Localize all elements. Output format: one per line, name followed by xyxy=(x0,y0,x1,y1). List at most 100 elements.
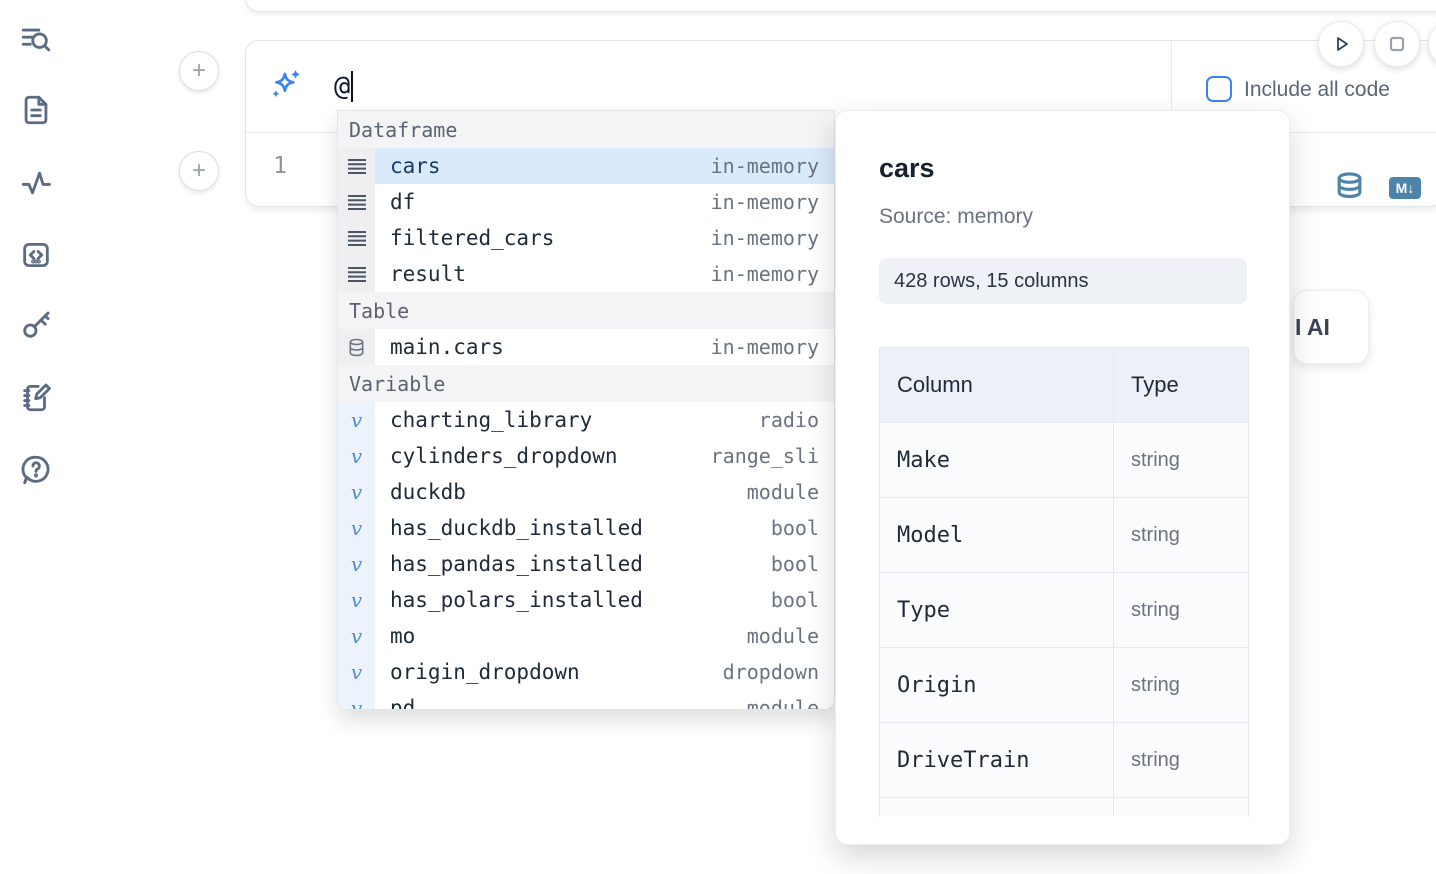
variable-icon: v xyxy=(338,510,375,546)
item-type: module xyxy=(746,624,819,648)
autocomplete-item-result[interactable]: result in-memory xyxy=(338,256,834,292)
add-cell-below-button[interactable]: + xyxy=(179,151,219,191)
markdown-icon[interactable]: M↓ xyxy=(1389,177,1421,199)
item-name: main.cars xyxy=(390,335,504,359)
section-header-dataframe: Dataframe xyxy=(338,111,834,148)
schema-row-partial xyxy=(880,798,1248,816)
file-text-icon[interactable] xyxy=(19,93,53,127)
schema-header-row: Column Type xyxy=(880,348,1248,423)
autocomplete-item-has_pandas_installed[interactable]: v has_pandas_installed bool xyxy=(338,546,834,582)
item-type: bool xyxy=(770,552,819,576)
autocomplete-item-pd[interactable]: v pd module xyxy=(338,690,834,710)
code-box-icon[interactable] xyxy=(19,238,53,272)
item-name: charting_library xyxy=(390,408,593,432)
include-all-code-checkbox[interactable] xyxy=(1206,76,1232,102)
variable-icon: v xyxy=(338,402,375,438)
text-search-icon[interactable] xyxy=(19,23,53,57)
activity-icon[interactable] xyxy=(19,166,53,200)
column-name: Origin xyxy=(897,672,977,698)
ai-prompt-input[interactable]: @ xyxy=(334,71,354,102)
item-type: in-memory xyxy=(710,154,819,178)
item-type: radio xyxy=(758,408,819,432)
item-name: has_duckdb_installed xyxy=(390,516,643,540)
text-cursor xyxy=(351,71,354,102)
col-header-column: Column xyxy=(897,372,973,397)
column-type: string xyxy=(1131,523,1180,546)
item-name: has_pandas_installed xyxy=(390,552,643,576)
item-type: dropdown xyxy=(722,660,819,684)
autocomplete-item-has_duckdb_installed[interactable]: v has_duckdb_installed bool xyxy=(338,510,834,546)
item-type: module xyxy=(746,696,819,710)
item-type: bool xyxy=(770,516,819,540)
autocomplete-item-origin_dropdown[interactable]: v origin_dropdown dropdown xyxy=(338,654,834,690)
previous-cell-edge xyxy=(245,0,1436,12)
section-header-table: Table xyxy=(338,292,834,329)
section-header-variable: Variable xyxy=(338,365,834,402)
line-number: 1 xyxy=(273,153,287,179)
schema-row-Origin: Origin string xyxy=(880,648,1248,723)
item-name: pd xyxy=(390,696,416,710)
include-all-code-label[interactable]: Include all code xyxy=(1244,78,1390,101)
ai-generate-button[interactable]: I AI xyxy=(1293,290,1369,364)
autocomplete-item-cylinders_dropdown[interactable]: v cylinders_dropdown range_sli xyxy=(338,438,834,474)
schema-row-DriveTrain: DriveTrain string xyxy=(880,723,1248,798)
database-icon xyxy=(338,329,375,365)
variable-icon: v xyxy=(338,474,375,510)
column-name: Model xyxy=(897,522,964,548)
column-type: string xyxy=(1131,748,1180,771)
item-name: filtered_cars xyxy=(390,226,555,250)
item-type: in-memory xyxy=(710,262,819,286)
column-name: DriveTrain xyxy=(897,747,1030,773)
run-cell-button[interactable] xyxy=(1318,21,1364,67)
ai-sparkle-icon xyxy=(268,66,304,107)
col-header-type: Type xyxy=(1131,372,1179,397)
variable-icon: v xyxy=(338,438,375,474)
autocomplete-item-cars[interactable]: cars in-memory xyxy=(338,148,834,184)
item-name: mo xyxy=(390,624,416,648)
column-type: string xyxy=(1131,673,1180,696)
autocomplete-item-df[interactable]: df in-memory xyxy=(338,184,834,220)
item-name: df xyxy=(390,190,416,214)
stop-button[interactable] xyxy=(1374,21,1420,67)
column-name: Make xyxy=(897,447,950,473)
dataframe-preview-panel: cars Source: memory 428 rows, 15 columns… xyxy=(835,110,1290,845)
datasource-icon[interactable] xyxy=(1334,171,1365,207)
item-name: duckdb xyxy=(390,480,466,504)
variable-icon: v xyxy=(338,654,375,690)
column-type: string xyxy=(1131,448,1180,471)
autocomplete-item-has_polars_installed[interactable]: v has_polars_installed bool xyxy=(338,582,834,618)
dataframe-icon xyxy=(338,148,375,184)
dataframe-icon xyxy=(338,184,375,220)
item-type: bool xyxy=(770,588,819,612)
dataframe-icon xyxy=(338,256,375,292)
autocomplete-dropdown: Dataframe cars in-memory df in-memory filtere… xyxy=(337,110,835,710)
scratchpad-icon[interactable] xyxy=(19,380,53,414)
preview-source: Source: memory xyxy=(879,205,1034,228)
shape-badge: 428 rows, 15 columns xyxy=(879,258,1247,304)
item-name: has_polars_installed xyxy=(390,588,643,612)
item-name: result xyxy=(390,262,466,286)
item-type: in-memory xyxy=(710,190,819,214)
variable-icon: v xyxy=(338,690,375,709)
item-name: cylinders_dropdown xyxy=(390,444,618,468)
autocomplete-item-main.cars[interactable]: main.cars in-memory xyxy=(338,329,834,365)
item-type: in-memory xyxy=(710,335,819,359)
variable-icon: v xyxy=(338,546,375,582)
schema-row-Model: Model string xyxy=(880,498,1248,573)
variable-icon: v xyxy=(338,582,375,618)
item-type: range_sli xyxy=(710,444,819,468)
item-name: cars xyxy=(390,154,441,178)
key-icon[interactable] xyxy=(19,308,53,342)
preview-title: cars xyxy=(879,153,935,183)
add-cell-above-button[interactable]: + xyxy=(179,51,219,91)
autocomplete-item-charting_library[interactable]: v charting_library radio xyxy=(338,402,834,438)
help-chat-icon[interactable] xyxy=(19,453,53,487)
column-type: string xyxy=(1131,598,1180,621)
item-name: origin_dropdown xyxy=(390,660,580,684)
